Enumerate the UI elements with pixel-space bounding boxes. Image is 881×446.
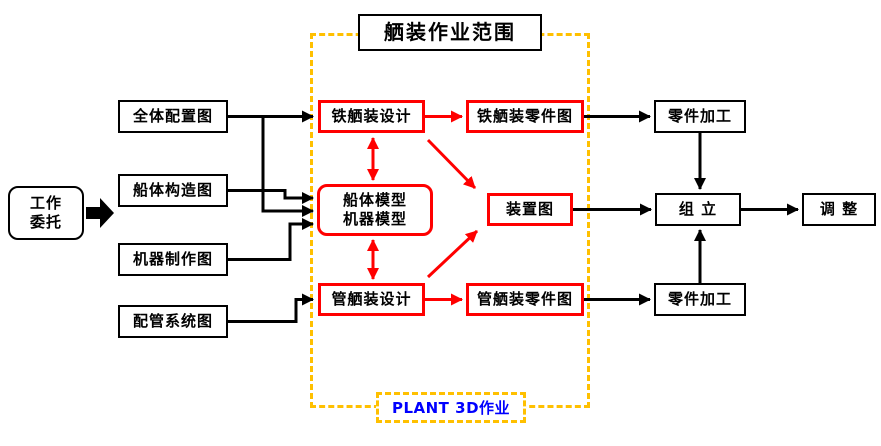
node-iron-outfitting-parts-drawing: 铁舾装零件图 <box>466 100 584 133</box>
node-hull-structure-drawing: 船体构造图 <box>118 174 228 207</box>
node-parts-processing-bottom: 零件加工 <box>654 283 746 316</box>
arrow-machine-to-model <box>228 218 314 261</box>
machine-model-label: 机器模型 <box>342 210 407 228</box>
arrow-hull-to-model <box>228 189 314 204</box>
parts-processing-bottom-label: 零件加工 <box>667 290 732 309</box>
machinery-fabrication-label: 机器制作图 <box>132 250 213 269</box>
node-overall-layout-drawing: 全体配置图 <box>118 100 228 133</box>
node-hull-machine-model: 船体模型 机器模型 <box>317 184 433 236</box>
scope-title: 舾装作业范围 <box>358 14 542 51</box>
plant3d-footer-label: PLANT 3D作业 <box>391 399 511 417</box>
node-parts-processing-top: 零件加工 <box>654 100 746 133</box>
arrow-piping-to-pipe-design <box>228 293 314 323</box>
node-pipe-outfitting-parts-drawing: 管舾装零件图 <box>466 283 584 316</box>
node-iron-outfitting-design: 铁舾装设计 <box>318 100 425 133</box>
pipe-outfitting-design-label: 管舾装设计 <box>331 290 412 309</box>
arrangement-drawing-label: 装置图 <box>505 200 554 219</box>
iron-outfitting-design-label: 铁舾装设计 <box>331 107 412 126</box>
hull-model-label: 船体模型 <box>342 191 407 210</box>
parts-processing-top-label: 零件加工 <box>667 107 732 126</box>
node-adjustment: 调 整 <box>802 193 876 226</box>
hull-structure-label: 船体构造图 <box>132 181 213 200</box>
node-work-commission: 工作 委托 <box>8 186 84 240</box>
iron-outfitting-parts-label: 铁舾装零件图 <box>476 107 573 126</box>
work-commission-line2: 委托 <box>29 213 62 231</box>
node-piping-system-drawing: 配管系统图 <box>118 305 228 338</box>
piping-system-label: 配管系统图 <box>132 312 213 331</box>
node-assembly: 组 立 <box>655 193 741 226</box>
overall-layout-label: 全体配置图 <box>132 107 213 126</box>
assembly-label: 组 立 <box>678 200 718 219</box>
work-commission-line1: 工作 <box>29 194 62 213</box>
arrow-overall-branch-to-model <box>261 116 314 217</box>
node-pipe-outfitting-design: 管舾装设计 <box>318 283 425 316</box>
plant3d-footer: PLANT 3D作业 <box>376 392 526 423</box>
adjustment-label: 调 整 <box>819 200 859 219</box>
node-arrangement-drawing: 装置图 <box>487 193 573 226</box>
commission-fat-arrow <box>86 198 114 228</box>
scope-title-label: 舾装作业范围 <box>384 20 516 44</box>
pipe-outfitting-parts-label: 管舾装零件图 <box>476 290 573 309</box>
node-machinery-fabrication-drawing: 机器制作图 <box>118 243 228 276</box>
